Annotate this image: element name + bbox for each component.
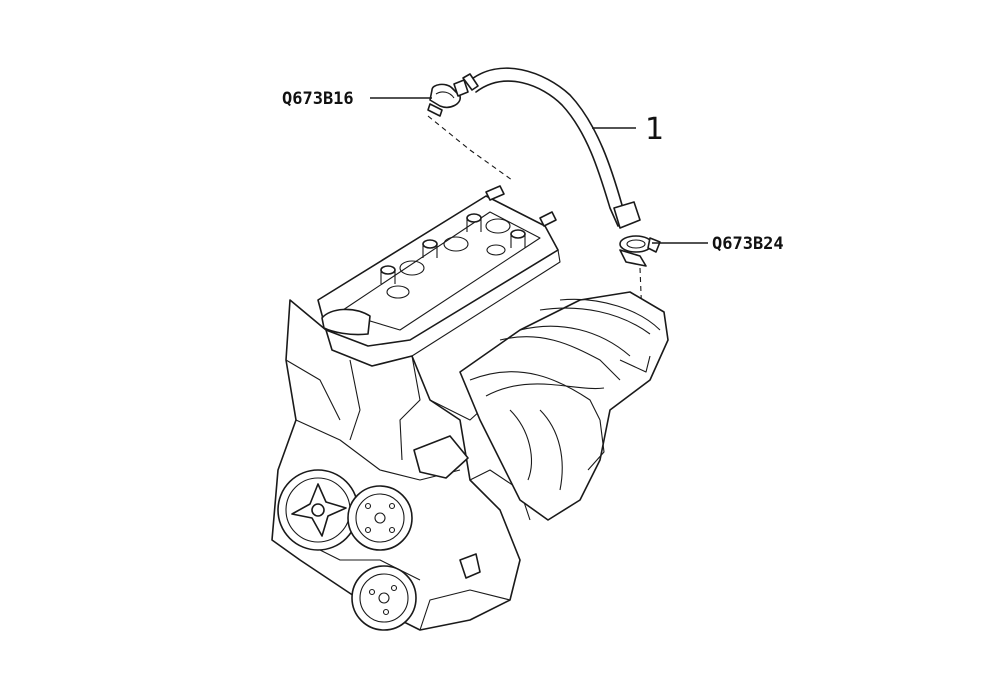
assembly-line-upper (427, 115, 513, 181)
engine-assembly (271, 185, 669, 631)
breather-hose (462, 67, 641, 229)
lower-crank-pulley (351, 565, 417, 631)
crank-pulley (277, 469, 359, 551)
part-number-lower-clamp: Q673B24 (712, 234, 784, 254)
lower-hose-clamp (619, 235, 661, 267)
item-number-hose: 1 (645, 112, 664, 147)
intake-manifold (459, 291, 669, 521)
water-pump-pulley (347, 485, 413, 551)
part-number-upper-clamp: Q673B16 (282, 89, 354, 109)
spark-plug-caps (380, 213, 526, 284)
upper-hose-clamp (427, 79, 469, 117)
